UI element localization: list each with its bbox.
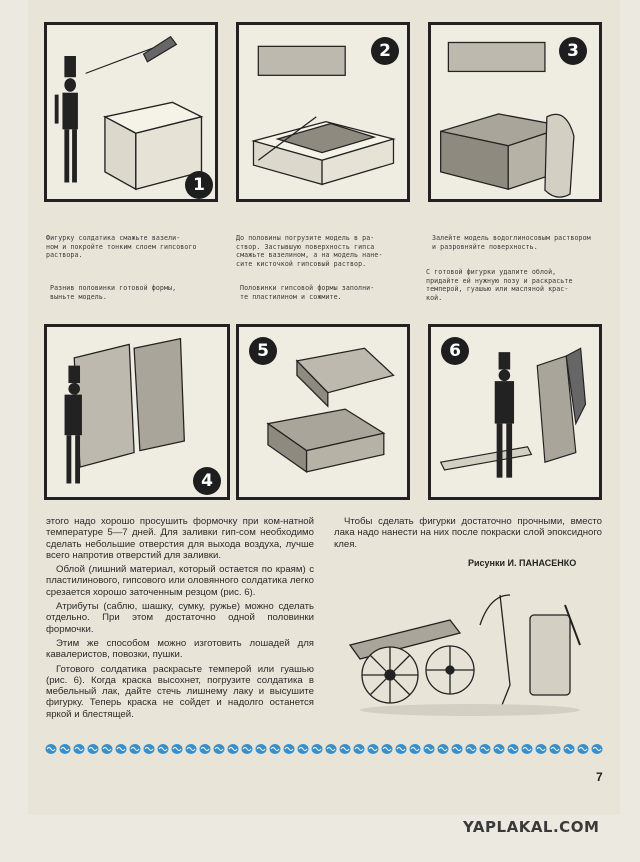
- illustration-credit: Рисунки И. ПАНАСЕНКО: [468, 558, 577, 568]
- border-ornament-wave: [438, 747, 448, 751]
- cannon-illustration: [348, 594, 581, 716]
- border-ornament-wave: [326, 747, 336, 751]
- border-ornament-wave: [102, 747, 112, 751]
- article-column-left: этого надо хорошо просушить формочку при…: [46, 516, 314, 723]
- article-paragraph: Облой (лишний материал, который остается…: [46, 564, 314, 598]
- panel-1: 1: [44, 22, 218, 202]
- panel-5: 5: [236, 324, 410, 500]
- panel-6: 6: [428, 324, 602, 500]
- article-paragraph: Атрибуты (саблю, шашку, сумку, ружье) мо…: [46, 601, 314, 635]
- border-ornament-wave: [396, 747, 406, 751]
- border-ornament-wave: [340, 747, 350, 751]
- border-ornament-wave: [578, 747, 588, 751]
- border-ornament-wave: [382, 747, 392, 751]
- caption-step-1: Фигурку солдатика смажьте вазели- ном и …: [46, 234, 197, 259]
- border-ornament-wave: [410, 747, 420, 751]
- panel-number-badge: 1: [185, 171, 213, 199]
- border-ornament-wave: [74, 747, 84, 751]
- border-ornament-wave: [354, 747, 364, 751]
- panel-3-illustration: [440, 41, 575, 198]
- border-ornament-wave: [228, 747, 238, 751]
- border-ornament-wave: [88, 747, 98, 751]
- border-ornament-wave: [200, 747, 210, 751]
- border-ornament-wave: [284, 747, 294, 751]
- panel-2: 2: [236, 22, 410, 202]
- page-number: 7: [596, 770, 603, 784]
- border-ornament-wave: [480, 747, 490, 751]
- border-ornament-wave: [368, 747, 378, 751]
- caption-step-5: Половинки гипсовой формы заполни- те пла…: [240, 284, 375, 301]
- panel-number-badge: 4: [193, 467, 221, 495]
- panel-5-illustration: [266, 347, 395, 474]
- panel-number-badge: 3: [559, 37, 587, 65]
- article-paragraph: этого надо хорошо просушить формочку при…: [46, 516, 314, 561]
- border-ornament-wave: [508, 747, 518, 751]
- caption-step-6: С готовой фигурки удалите облой, придайт…: [426, 268, 573, 302]
- panel-3: 3: [428, 22, 602, 202]
- watermark: YAPLAKAL.COM: [463, 818, 600, 836]
- border-ornament-wave: [298, 747, 308, 751]
- panel-number-badge: 6: [441, 337, 469, 365]
- border-ornament-wave: [592, 747, 602, 751]
- border-ornament-wave: [172, 747, 182, 751]
- border-ornament-wave: [46, 747, 56, 751]
- article-paragraph: Этим же способом можно изготовить лошаде…: [46, 637, 314, 661]
- border-ornament-wave: [270, 747, 280, 751]
- border-ornament-wave: [60, 747, 70, 751]
- caption-step-2: До половины погрузите модель в ра- створ…: [236, 234, 383, 268]
- border-ornament-wave: [214, 747, 224, 751]
- caption-step-3: Залейте модель водоглиносовым раствором …: [432, 234, 591, 251]
- border-ornament-wave: [550, 747, 560, 751]
- panel-2-illustration: [251, 45, 396, 186]
- panel-4: 4: [44, 324, 230, 500]
- border-ornament-wave: [522, 747, 532, 751]
- decorative-border: [45, 744, 603, 754]
- border-ornament-wave: [466, 747, 476, 751]
- border-ornament-wave: [312, 747, 322, 751]
- panel-number-badge: 2: [371, 37, 399, 65]
- border-ornament-wave: [158, 747, 168, 751]
- article-paragraph: Чтобы сделать фигурки достаточно прочным…: [334, 516, 602, 550]
- border-ornament-wave: [256, 747, 266, 751]
- caption-step-4: Разнив половинки готовой формы, выньте м…: [50, 284, 177, 301]
- border-ornament-wave: [130, 747, 140, 751]
- border-ornament-wave: [536, 747, 546, 751]
- article-paragraph: Готового солдатика раскрасьте темперой и…: [46, 663, 314, 720]
- article-column-right: Чтобы сделать фигурки достаточно прочным…: [334, 516, 602, 553]
- border-ornament-wave: [452, 747, 462, 751]
- panel-4-illustration: [64, 337, 185, 484]
- panel-number-badge: 5: [249, 337, 277, 365]
- border-ornament-wave: [144, 747, 154, 751]
- border-ornament-wave: [494, 747, 504, 751]
- border-ornament-wave: [116, 747, 126, 751]
- border-ornament-wave: [424, 747, 434, 751]
- panel-1-illustration: [54, 35, 204, 191]
- border-ornament-wave: [564, 747, 574, 751]
- border-ornament-wave: [186, 747, 196, 751]
- panel-6-illustration: [439, 347, 587, 478]
- border-ornament-wave: [242, 747, 252, 751]
